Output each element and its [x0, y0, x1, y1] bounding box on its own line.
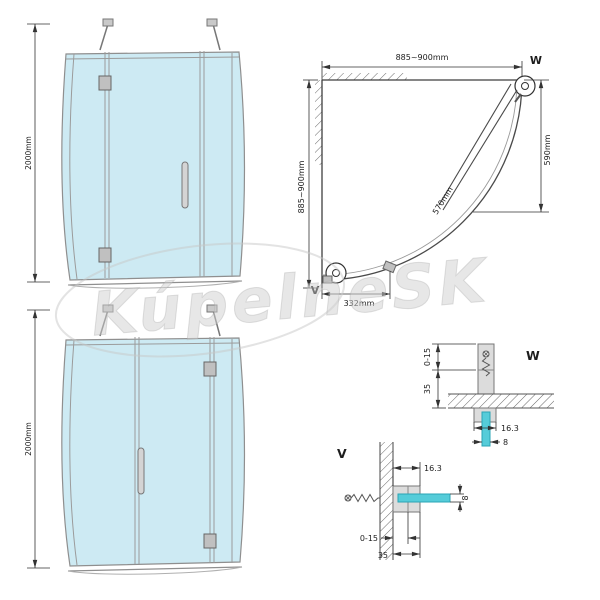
wall-bracket-right: [206, 18, 218, 27]
dimension-bottom: [321, 271, 391, 299]
arc-hinge-block: [382, 260, 397, 274]
glass-section: [397, 493, 451, 503]
height-dimension-label: 2000mm: [24, 136, 33, 170]
marker-w-label: W: [530, 54, 542, 67]
wall-bracket-left: [102, 304, 114, 313]
wall-bracket-right: [206, 304, 218, 313]
dimension-right-label: 590mm: [543, 134, 552, 165]
dimension-adjust: [432, 343, 476, 371]
height-dimension: [27, 23, 50, 283]
glass-arc-outer: [321, 79, 523, 281]
glass-section: [481, 411, 491, 447]
watermark-swirl: [54, 242, 346, 358]
screw-icon: [481, 350, 491, 377]
hinge-bottom: [203, 533, 217, 549]
wall-hatch-top: [322, 73, 407, 80]
ceiling-brackets: [99, 304, 221, 337]
height-dimension-label: 2000mm: [24, 422, 33, 456]
height-dimension: [27, 309, 50, 569]
glass-arc-inner: [321, 79, 518, 276]
marker-w-circle: [514, 75, 536, 97]
dimension-width-top-label: 885~900mm: [396, 53, 449, 62]
door-handle: [181, 161, 189, 209]
wall-hatch-left: [315, 80, 322, 165]
plan-view: 885~900mm 885~900mm W V 570m: [297, 53, 552, 308]
front-elevation-top: 2000mm: [24, 18, 245, 289]
dimension-glass: [450, 484, 464, 512]
dimension-glass-label: 8: [503, 438, 508, 447]
screw-icon: [344, 493, 380, 503]
detail-w-label: W: [526, 348, 540, 363]
base-tray: [67, 280, 243, 289]
hinge-bottom: [98, 247, 112, 263]
glass-panel-assembly: [61, 51, 245, 281]
dimension-bottom-label: 332mm: [344, 299, 375, 308]
dimension-profile-label: 35: [423, 384, 432, 394]
glass-panel-assembly: [61, 337, 245, 567]
dimension-depth-left-label: 885~900mm: [297, 160, 306, 213]
dimension-width-label: 16.3: [424, 464, 442, 473]
dimension-adjust-label: 0-15: [423, 348, 432, 366]
marker-w-pivot: [521, 82, 529, 90]
dimension-width: [392, 462, 421, 486]
detail-v: V 16.3 8 0-15: [337, 442, 470, 560]
dimension-right: [473, 79, 549, 213]
wall-bracket-left: [102, 18, 114, 27]
hinge-top: [98, 75, 112, 91]
detail-w: W 0-15 35 16.3: [423, 343, 554, 447]
front-elevation-bottom: 2000mm: [24, 304, 245, 575]
dimension-glass-label: 8: [461, 495, 470, 500]
wall-section: [448, 394, 554, 408]
hinge-top: [203, 361, 217, 377]
marker-v-label: V: [311, 284, 320, 297]
dimension-profile-label: 35: [378, 551, 388, 560]
marker-w-arm: [514, 93, 522, 103]
dimension-adjust-label: 0-15: [360, 534, 378, 543]
detail-v-label: V: [337, 446, 347, 461]
ceiling-brackets: [99, 18, 221, 51]
dimension-profile: [432, 370, 446, 409]
door-swing-lines: [438, 83, 518, 211]
door-handle: [137, 447, 145, 495]
dimension-width: [473, 422, 497, 431]
wall-section: [380, 442, 393, 560]
dimension-profile: [393, 512, 421, 558]
base-tray: [67, 566, 243, 575]
marker-v-bracket: [322, 275, 333, 284]
dimension-adjust: [381, 512, 420, 544]
dimension-width-label: 16.3: [501, 424, 519, 433]
dimension-door-label: 570mm: [431, 185, 455, 216]
